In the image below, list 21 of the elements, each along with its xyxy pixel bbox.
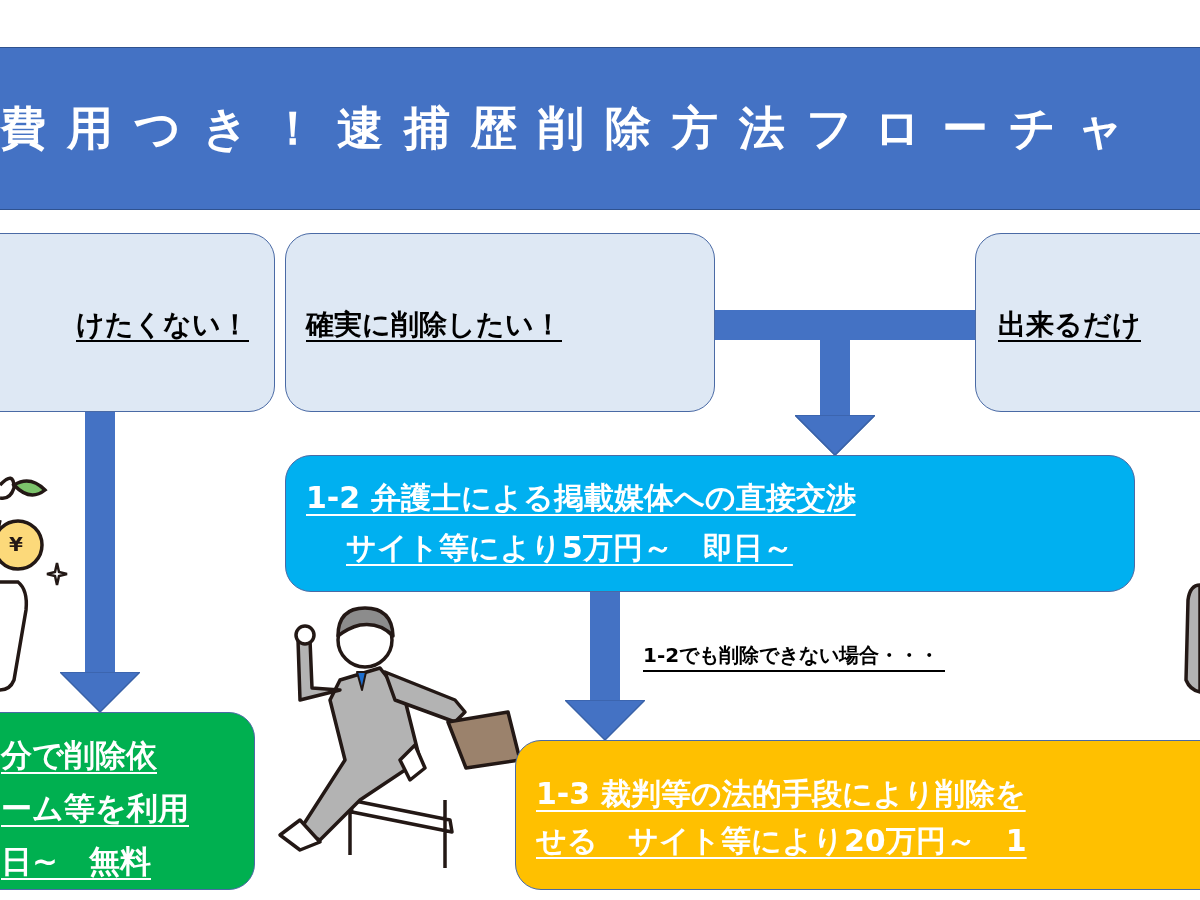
box-text: 確実に削除したい！	[306, 307, 562, 343]
arrow	[59, 412, 141, 713]
box-text: ーム等を利用	[1, 789, 189, 828]
flow-box	[285, 455, 1135, 592]
box-text: けたくない！	[76, 307, 249, 343]
box-text: 出来るだけ	[998, 307, 1141, 343]
box-text: せる サイト等により20万円～ 1	[536, 822, 1027, 860]
flow-box	[285, 233, 715, 412]
flow-box	[0, 233, 275, 412]
yen-sign: ¥	[9, 531, 23, 557]
arrow	[564, 592, 646, 741]
box-text: 日~ 無料	[1, 842, 151, 881]
flow-box	[975, 233, 1200, 412]
flow-box	[515, 740, 1200, 890]
flow-box	[0, 712, 255, 890]
title: 費用つき！逮捕歴削除方法フローチャ	[0, 100, 1145, 156]
box-text: 1-2 弁護士による掲載媒体への直接交渉	[306, 479, 856, 517]
arrow	[794, 310, 975, 456]
box-text: 分で削除依	[1, 736, 157, 775]
box-text: サイト等により5万円～ 即日～	[346, 529, 793, 567]
box-text: 1-3 裁判等の法的手段により削除を	[536, 775, 1026, 813]
